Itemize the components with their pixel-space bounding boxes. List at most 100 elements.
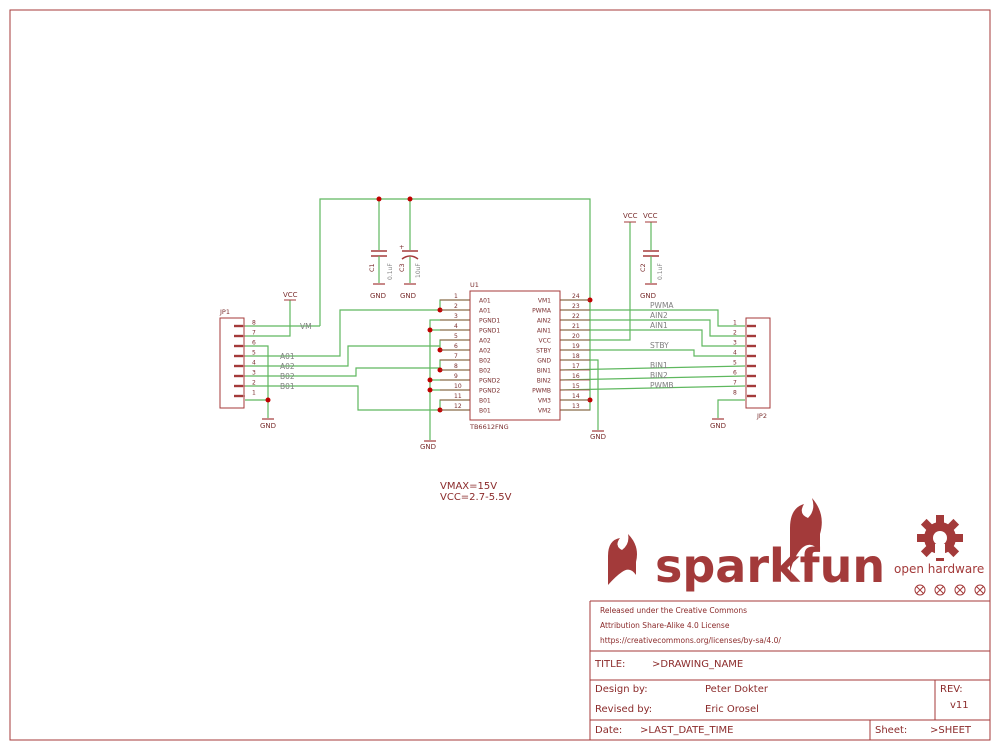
capacitor-c2: C2 0.1uF [639, 250, 664, 283]
connector-pin [234, 344, 243, 348]
connector-pin-number: 4 [733, 350, 737, 357]
chip-pin-number: 10 [454, 383, 462, 390]
chip-pin-number: 2 [454, 303, 458, 310]
mounting-hole-icons [914, 584, 986, 596]
gnd-symbol-pgnd: GND [420, 440, 436, 451]
wires [245, 198, 746, 440]
connector-pin [747, 344, 756, 348]
c3-refdes: C3 [398, 263, 406, 272]
connector-pin [234, 324, 243, 328]
chip-pin-name: PWMB [532, 388, 551, 395]
gnd-label: GND [640, 292, 656, 300]
revised-label: Revised by: [595, 704, 652, 715]
net-label-pwma: PWMA [650, 301, 674, 310]
chip-pin-number: 16 [572, 373, 580, 380]
chip-pin-number: 5 [454, 333, 458, 340]
connector-pin-number: 6 [252, 340, 256, 347]
license-line-1: Released under the Creative Commons [600, 606, 747, 615]
gnd-label: GND [590, 433, 606, 441]
connector-pin [747, 364, 756, 368]
chip-pin-name: A01 [479, 298, 491, 305]
chip-pin-number: 11 [454, 393, 462, 400]
chip-pin-name: PGND1 [479, 328, 500, 335]
revised-value: Eric Orosel [705, 704, 759, 715]
drawing-frame [9, 9, 991, 741]
net-label-a02: A02 [280, 362, 295, 371]
c1-value: 0.1uF [387, 263, 394, 280]
chip-pin-name: PGND2 [479, 378, 500, 385]
title-block: Released under the Creative Commons Attr… [589, 600, 990, 740]
net-label-bin2: BIN2 [650, 371, 668, 380]
net-label-ain1: AIN1 [650, 321, 668, 330]
net-label-vm: VM [300, 322, 312, 331]
jp2-refdes: JP2 [756, 412, 767, 420]
gnd-symbol-c3: GND [400, 283, 416, 300]
net-label-b02: B02 [280, 372, 295, 381]
sheet-value: >SHEET [930, 725, 972, 736]
connector-pin [234, 364, 243, 368]
connector-pin-number: 4 [252, 360, 256, 367]
open-hardware-logo: open hardware [894, 515, 986, 596]
chip-pin-name: VM1 [538, 298, 551, 305]
license-url: https://creativecommons.org/licenses/by-… [600, 636, 781, 645]
title-value: >DRAWING_NAME [652, 659, 743, 670]
c2-value: 0.1uF [657, 263, 664, 280]
chip-pin-name: PGND2 [479, 388, 500, 395]
open-hardware-text: open hardware [894, 562, 984, 576]
rev-value: v11 [950, 700, 969, 711]
gnd-symbol-jp2: GND [710, 418, 726, 430]
c3-plus-sign: + [399, 243, 404, 251]
chip-pin-number: 19 [572, 343, 580, 350]
chip-pin-name: B02 [479, 358, 491, 365]
chip-pin-number: 15 [572, 383, 580, 390]
design-value: Peter Dokter [705, 684, 769, 695]
chip-pin-name: AIN2 [537, 318, 551, 325]
chip-pin-number: 24 [572, 293, 580, 300]
chip-pin-number: 3 [454, 313, 458, 320]
chip-pin-name: A01 [479, 308, 491, 315]
vcc-symbol-c2: VCC [643, 212, 658, 223]
connector-pin-number: 5 [252, 350, 256, 357]
vcc-symbol-jp1: VCC [283, 291, 298, 301]
chip-pin-number: 23 [572, 303, 580, 310]
gear-icon [917, 515, 963, 561]
chip-pin-name: GND [537, 358, 551, 365]
net-label-ain2: AIN2 [650, 311, 668, 320]
chip-pin-name: BIN1 [537, 368, 551, 375]
gnd-label: GND [420, 443, 436, 451]
chip-pin-number: 13 [572, 403, 580, 410]
vcc-label: VCC [623, 212, 638, 220]
gnd-symbol-jp1: GND [260, 418, 276, 430]
note-vmax: VMAX=15V [440, 481, 497, 492]
c1-refdes: C1 [368, 263, 376, 272]
connector-pin [234, 394, 243, 398]
chip-pin-name: B02 [479, 368, 491, 375]
gnd-label: GND [400, 292, 416, 300]
vcc-label: VCC [283, 291, 298, 299]
rev-label: REV: [940, 684, 963, 695]
chip-pin-name: STBY [536, 348, 551, 355]
net-label-b01: B01 [280, 382, 295, 391]
net-label-stby: STBY [650, 341, 669, 350]
chip-pin-number: 21 [572, 323, 580, 330]
gnd-label: GND [260, 422, 276, 430]
connector-pin-number: 3 [733, 340, 737, 347]
sparkfun-wordmark: sparkfun [655, 539, 885, 593]
chip-pin-number: 17 [572, 363, 580, 370]
connector-pin-number: 8 [252, 320, 256, 327]
connector-pin-number: 8 [733, 390, 737, 397]
connector-pin-number: 5 [733, 360, 737, 367]
note-vcc: VCC=2.7-5.5V [440, 492, 512, 503]
gnd-symbol-c2: GND [640, 283, 657, 300]
net-label-pwmb: PWMB [650, 381, 674, 390]
connector-pin [234, 374, 243, 378]
chip-pin-number: 20 [572, 333, 580, 340]
connector-pin-number: 3 [252, 370, 256, 377]
connector-pin-number: 2 [733, 330, 737, 337]
connector-pin-number: 2 [252, 380, 256, 387]
connector-pin [234, 354, 243, 358]
net-label-bin1: BIN1 [650, 361, 668, 370]
connector-pin [234, 384, 243, 388]
date-label: Date: [595, 725, 622, 736]
